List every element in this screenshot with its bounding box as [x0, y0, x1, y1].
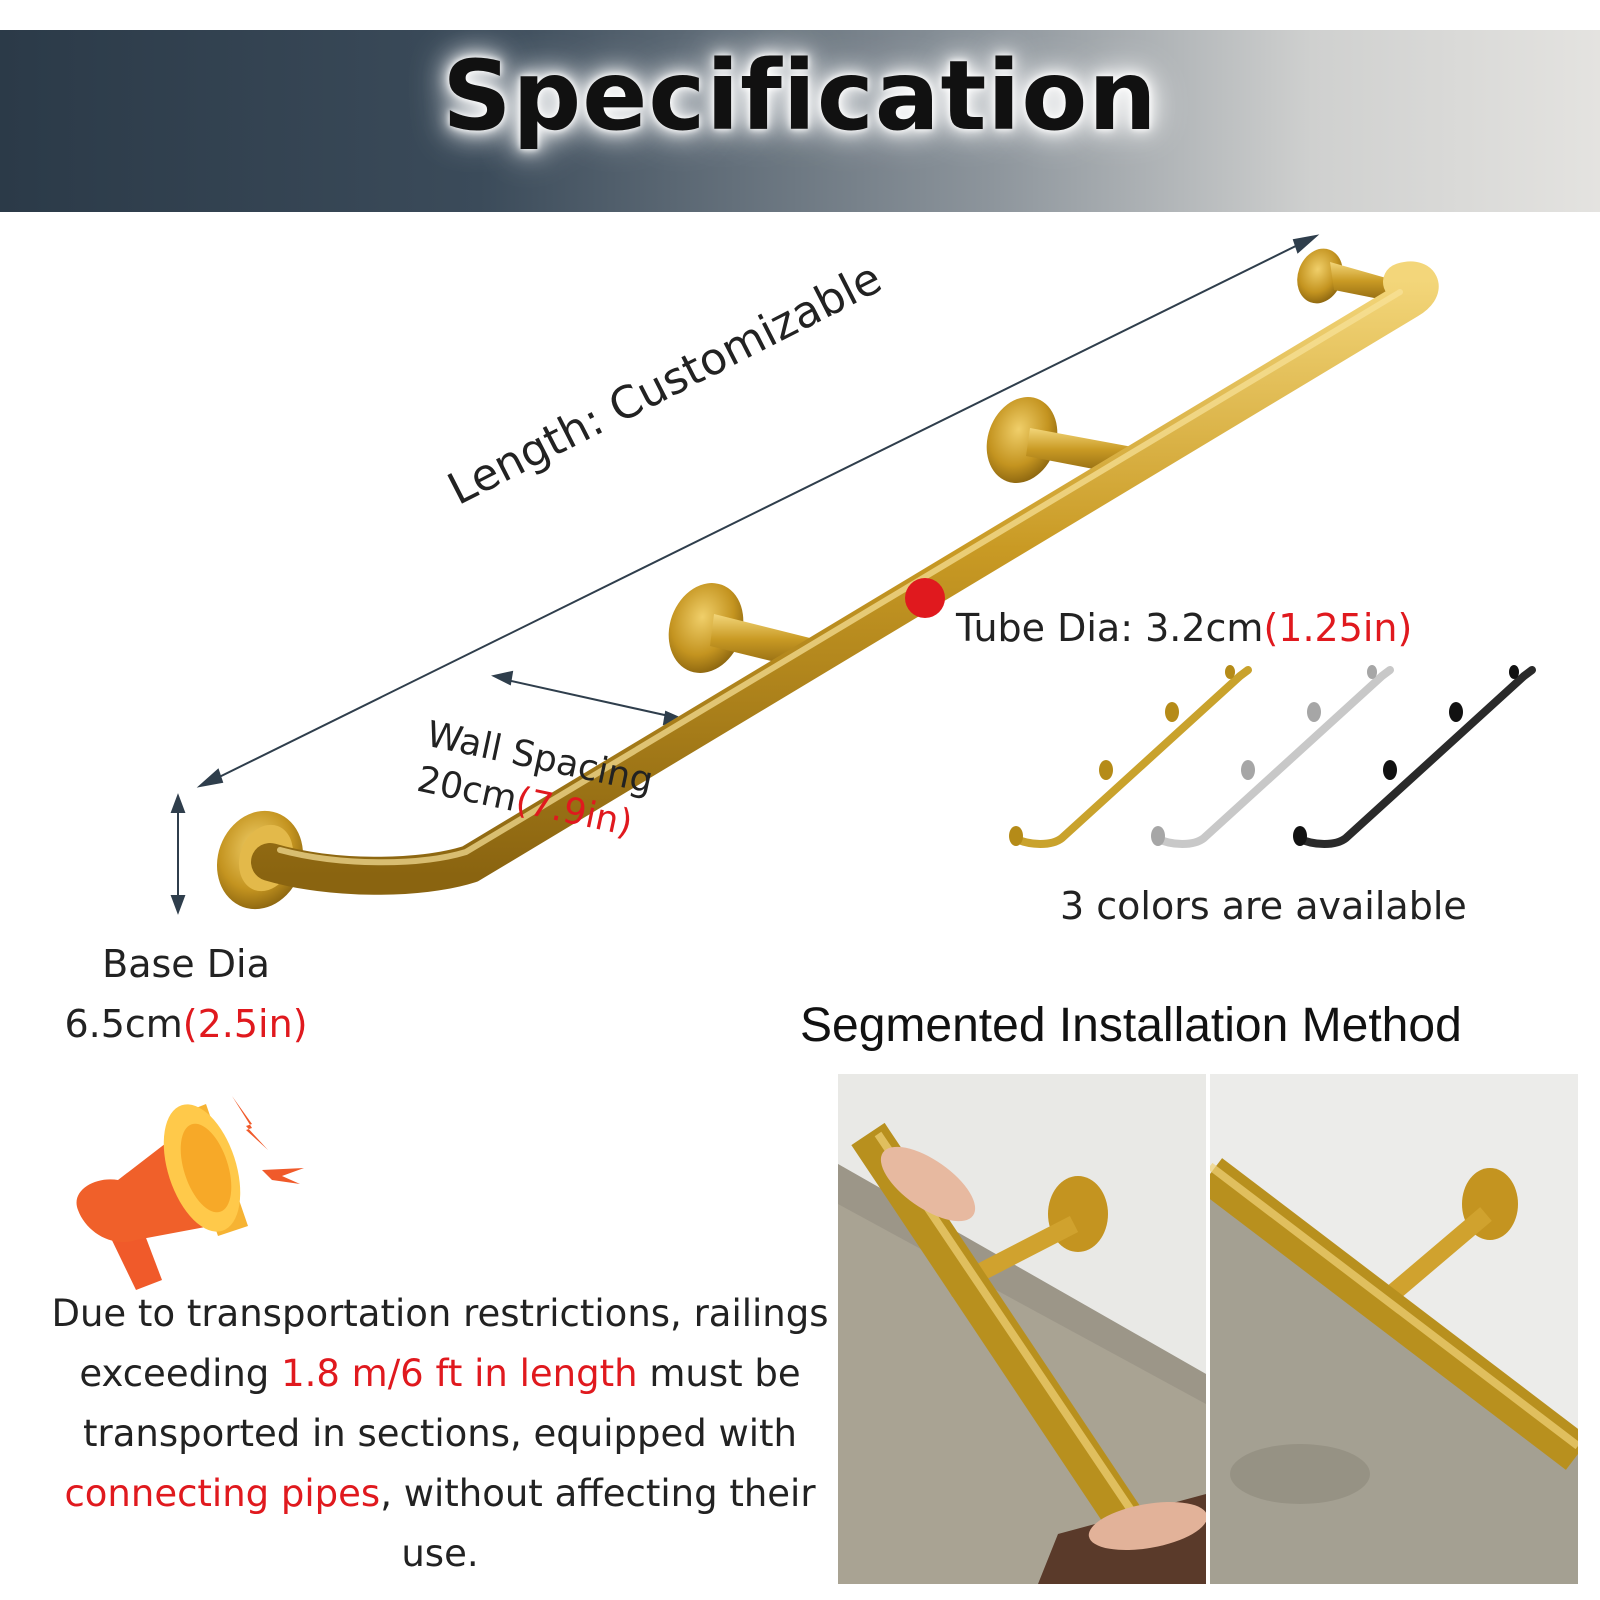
color-variant-gold	[1009, 665, 1252, 848]
gold-rail-tube	[251, 261, 1439, 895]
wall-spacing-arrow	[491, 670, 685, 726]
installation-title: Segmented Installation Method	[800, 999, 1462, 1052]
color-variant-silver	[1151, 665, 1394, 848]
notice-highlight-length: 1.8 m/6 ft in length	[281, 1352, 638, 1395]
installation-photo-mounted	[1210, 1074, 1578, 1584]
notice-text-2: must be transported in sections, equippe…	[83, 1352, 801, 1455]
notice-highlight-pipes: connecting pipes	[64, 1472, 381, 1515]
length-dimension-arrow	[196, 234, 1320, 788]
header-banner	[0, 30, 1600, 212]
page-title: Specification	[442, 40, 1158, 152]
tube-dia-imperial: (1.25in)	[1263, 606, 1413, 650]
tube-dia-metric: Tube Dia: 3.2cm	[956, 606, 1264, 650]
notice-text-3: , without affecting their use.	[380, 1472, 816, 1575]
base-dia-arrow	[170, 793, 186, 915]
base-dia-imperial: (2.5in)	[182, 1002, 308, 1046]
color-variant-black	[1293, 665, 1536, 848]
base-dia-label: Base Dia 6.5cm(2.5in)	[56, 934, 316, 1054]
tube-dia-label: Tube Dia: 3.2cm(1.25in)	[956, 606, 1412, 650]
base-dia-value: 6.5cm(2.5in)	[56, 994, 316, 1054]
base-dia-metric: 6.5cm	[64, 1002, 183, 1046]
megaphone-icon	[76, 1096, 304, 1290]
transport-notice: Due to transportation restrictions, rail…	[40, 1284, 840, 1584]
notice-text-1: Due to transportation restrictions, rail…	[51, 1292, 829, 1395]
color-variants-caption: 3 colors are available	[1060, 884, 1467, 928]
base-dia-title: Base Dia	[102, 942, 270, 986]
installation-photo-hands	[838, 1074, 1206, 1584]
tube-dia-marker	[905, 578, 945, 618]
